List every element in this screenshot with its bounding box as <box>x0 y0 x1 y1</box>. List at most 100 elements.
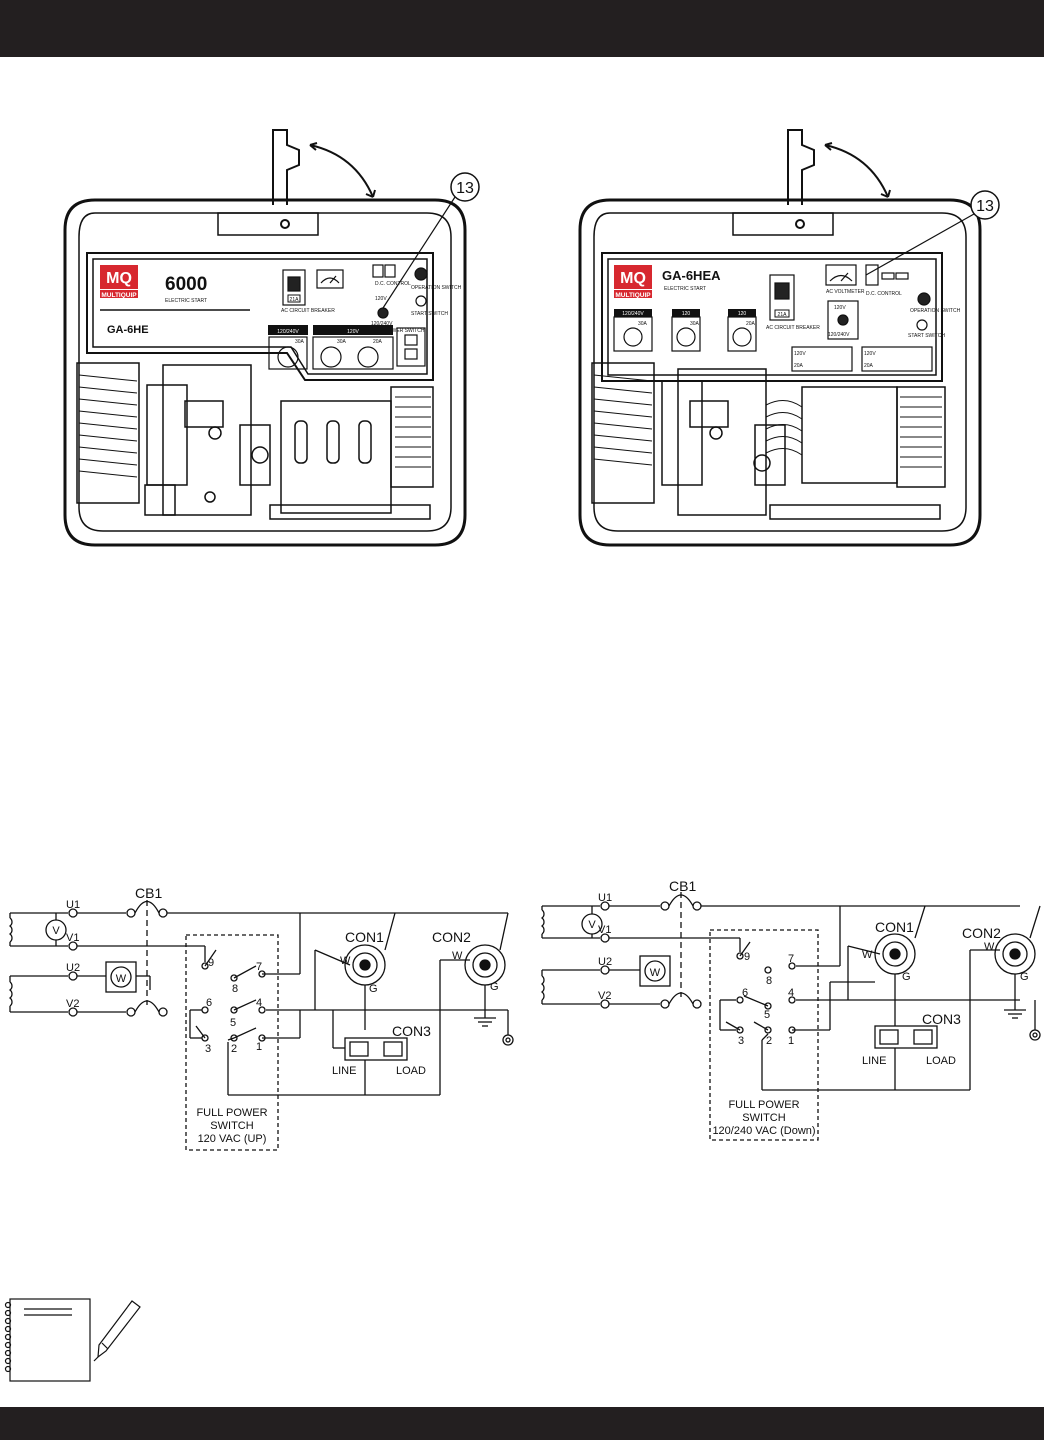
svg-text:120: 120 <box>682 311 691 317</box>
svg-text:9: 9 <box>744 951 750 963</box>
svg-text:7: 7 <box>788 953 794 965</box>
svg-text:3: 3 <box>205 1043 211 1055</box>
svg-text:U2: U2 <box>66 962 80 974</box>
model-name: GA-6HE <box>107 324 149 336</box>
svg-text:LOAD: LOAD <box>396 1065 426 1077</box>
svg-text:CON1: CON1 <box>345 929 384 945</box>
svg-text:30A: 30A <box>337 339 347 345</box>
svg-text:8: 8 <box>232 983 238 995</box>
svg-text:8: 8 <box>766 975 772 987</box>
svg-text:FULL POWER: FULL POWER <box>728 1099 799 1111</box>
svg-text:6: 6 <box>742 987 748 999</box>
svg-text:CON2: CON2 <box>962 925 1001 941</box>
svg-text:13: 13 <box>976 198 994 215</box>
svg-text:4: 4 <box>788 987 794 999</box>
footer-bar <box>0 1407 1044 1440</box>
svg-text:START SWITCH: START SWITCH <box>908 333 945 339</box>
svg-text:U1: U1 <box>66 899 80 911</box>
callout-13 <box>450 172 480 202</box>
wiring-schematic-120-240vac: U1 V1 U2 V2 V W CB1 9 8 7 6 5 4 3 2 1 CO… <box>530 872 1044 1147</box>
svg-text:W: W <box>862 949 873 961</box>
svg-text:FULL POWER: FULL POWER <box>196 1107 267 1119</box>
svg-text:G: G <box>490 981 499 993</box>
svg-text:AC CIRCUIT BREAKER: AC CIRCUIT BREAKER <box>281 308 335 314</box>
generator-ga6he-illustration: MQ MULTIQUIP 6000 ELECTRIC START GA-6HE … <box>55 125 485 550</box>
svg-text:W: W <box>650 967 661 979</box>
svg-text:120V: 120V <box>347 329 359 335</box>
svg-text:U1: U1 <box>598 892 612 904</box>
svg-text:LOAD: LOAD <box>926 1055 956 1067</box>
svg-text:U2: U2 <box>598 956 612 968</box>
svg-text:ELECTRIC START: ELECTRIC START <box>664 286 706 292</box>
svg-text:LINE: LINE <box>332 1065 356 1077</box>
svg-text:120V: 120V <box>794 351 806 357</box>
svg-text:1: 1 <box>256 1041 262 1053</box>
svg-text:120/240V: 120/240V <box>828 332 850 338</box>
svg-text:V2: V2 <box>598 990 611 1002</box>
svg-text:5: 5 <box>764 1009 770 1021</box>
svg-text:20A: 20A <box>794 363 804 369</box>
svg-text:W: W <box>452 950 463 962</box>
svg-text:21A: 21A <box>778 312 788 318</box>
svg-text:MULTIQUIP: MULTIQUIP <box>101 292 137 299</box>
svg-text:START SWITCH: START SWITCH <box>411 311 448 317</box>
svg-text:W: W <box>340 955 351 967</box>
svg-text:OPERATION SWITCH: OPERATION SWITCH <box>411 285 462 291</box>
svg-text:6: 6 <box>206 997 212 1009</box>
svg-text:120V: 120V <box>864 351 876 357</box>
notepad-pencil-icon <box>2 1295 152 1385</box>
svg-text:1: 1 <box>788 1035 794 1047</box>
svg-text:W: W <box>984 941 995 953</box>
svg-text:V: V <box>588 919 596 931</box>
svg-text:D.C. CONTROL: D.C. CONTROL <box>866 291 902 297</box>
svg-text:V1: V1 <box>598 924 611 936</box>
svg-text:21A: 21A <box>290 297 300 303</box>
svg-text:30A: 30A <box>690 321 700 327</box>
wiring-schematic-120vac: U1 V1 U2 V2 V W CB1 9 8 7 6 5 4 3 2 1 CO… <box>0 880 525 1155</box>
svg-text:V1: V1 <box>66 932 79 944</box>
svg-text:MQ: MQ <box>620 270 646 287</box>
svg-text:120/240V: 120/240V <box>622 311 644 317</box>
svg-text:30A: 30A <box>638 321 648 327</box>
svg-text:120V: 120V <box>375 296 387 302</box>
svg-text:13: 13 <box>456 180 474 197</box>
svg-text:120 VAC (UP): 120 VAC (UP) <box>198 1133 267 1145</box>
svg-text:5: 5 <box>230 1017 236 1029</box>
svg-text:AC CIRCUIT BREAKER: AC CIRCUIT BREAKER <box>766 325 820 331</box>
svg-text:W: W <box>116 973 127 985</box>
svg-text:120/240 VAC (Down): 120/240 VAC (Down) <box>712 1125 815 1137</box>
svg-text:CB1: CB1 <box>669 878 696 894</box>
svg-text:G: G <box>369 983 378 995</box>
svg-text:120/240V: 120/240V <box>371 321 393 327</box>
svg-text:7: 7 <box>256 961 262 973</box>
svg-text:CON2: CON2 <box>432 929 471 945</box>
mq-logo <box>100 265 138 289</box>
model-name: GA-6HEA <box>662 268 721 283</box>
svg-text:2: 2 <box>231 1043 237 1055</box>
svg-text:120: 120 <box>738 311 747 317</box>
svg-text:20A: 20A <box>746 321 756 327</box>
svg-text:OPERATION SWITCH: OPERATION SWITCH <box>910 308 961 314</box>
svg-text:MQ: MQ <box>106 270 132 287</box>
svg-text:CON1: CON1 <box>875 919 914 935</box>
svg-text:30A: 30A <box>295 339 305 345</box>
svg-text:G: G <box>1020 971 1029 983</box>
svg-text:2: 2 <box>766 1035 772 1047</box>
svg-text:ELECTRIC START: ELECTRIC START <box>165 298 207 304</box>
svg-text:V: V <box>52 925 60 937</box>
svg-text:LINE: LINE <box>862 1055 886 1067</box>
svg-text:3: 3 <box>738 1035 744 1047</box>
svg-text:9: 9 <box>208 957 214 969</box>
svg-text:CON3: CON3 <box>392 1023 431 1039</box>
svg-text:4: 4 <box>256 997 262 1009</box>
svg-text:120V: 120V <box>834 305 846 311</box>
svg-text:MULTIQUIP: MULTIQUIP <box>615 292 651 299</box>
header-bar <box>0 0 1044 57</box>
svg-text:SWITCH: SWITCH <box>210 1120 253 1132</box>
svg-text:20A: 20A <box>864 363 874 369</box>
svg-text:V2: V2 <box>66 998 79 1010</box>
svg-text:120/240V: 120/240V <box>277 329 299 335</box>
svg-text:FULL POWER SWITCH: FULL POWER SWITCH <box>371 328 425 334</box>
svg-text:SWITCH: SWITCH <box>742 1112 785 1124</box>
model-number: 6000 <box>165 274 207 295</box>
